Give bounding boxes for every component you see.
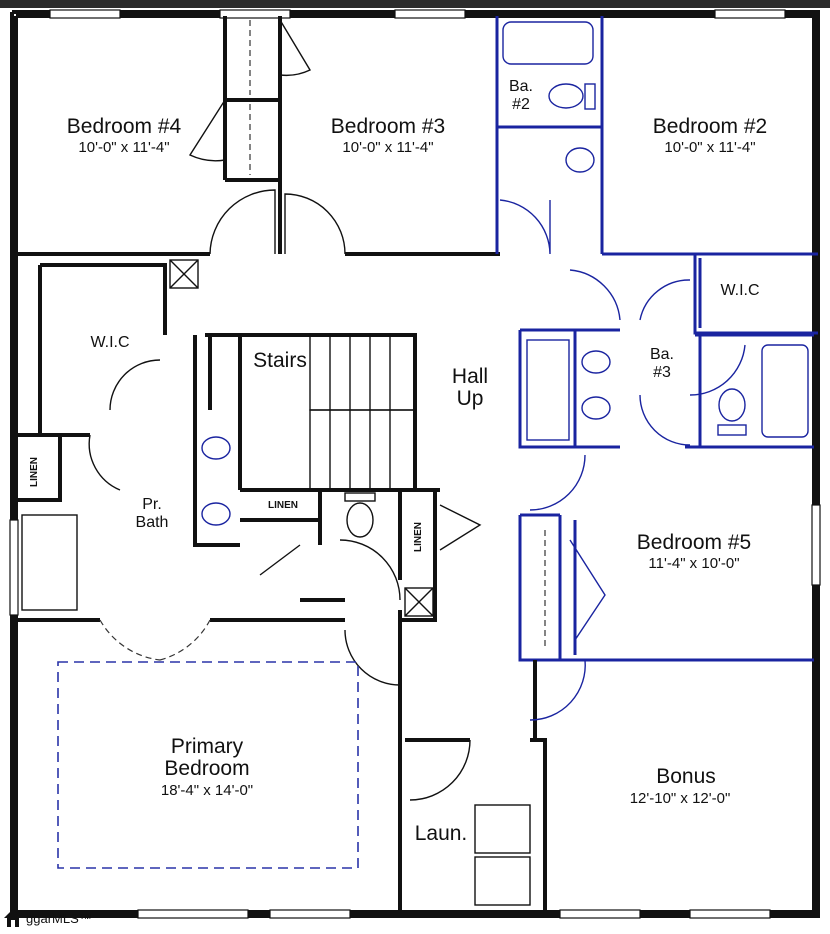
- bonus-name: Bonus: [656, 765, 716, 788]
- bedroom5-dimensions: 11'-4" x 10'-0": [648, 555, 739, 572]
- wic-right-label: W.I.C: [720, 282, 759, 299]
- tray-ceiling-outline: [57, 661, 359, 869]
- laundry-label: Laun.: [415, 822, 468, 845]
- top-bar: [0, 0, 830, 8]
- linen-center-label: LINEN: [268, 500, 298, 511]
- stair-treads: [309, 334, 416, 491]
- primary-bath-label-line2: Bath: [136, 514, 169, 531]
- bath2-label-line2: #2: [512, 96, 530, 113]
- bedroom4-dimensions: 10'-0" x 11'-4": [78, 139, 169, 156]
- bedroom5-name: Bedroom #5: [637, 531, 751, 554]
- bedroom4-name: Bedroom #4: [67, 115, 182, 138]
- primary-bedroom-name-line1: Primary: [171, 735, 244, 758]
- bonus-dimensions: 12'-10" x 12'-0": [630, 790, 731, 807]
- mls-logo: ggarMLS™: [2, 905, 92, 931]
- windows: [9, 9, 821, 919]
- room-labels: Bedroom #4 10'-0" x 11'-4" Bedroom #3 10…: [29, 78, 767, 845]
- primary-bedroom-dimensions: 18'-4" x 14'-0": [161, 782, 253, 799]
- plumbing-fixtures: [21, 21, 809, 617]
- hall-label-line2: Up: [457, 387, 484, 410]
- bedroom2-dimensions: 10'-0" x 11'-4": [664, 139, 755, 156]
- hall-label-line1: Hall: [452, 365, 488, 388]
- bath3-label-line2: #3: [653, 364, 671, 381]
- bath2-label-line1: Ba.: [509, 78, 533, 95]
- primary-bath-label-line1: Pr.: [142, 496, 162, 513]
- house-icon: [4, 909, 22, 927]
- bedroom3-dimensions: 10'-0" x 11'-4": [342, 139, 433, 156]
- linen-right-label: LINEN: [413, 522, 424, 552]
- stairs-label: Stairs: [253, 349, 307, 372]
- bedroom3-name: Bedroom #3: [331, 115, 445, 138]
- primary-bedroom-name-line2: Bedroom: [164, 757, 249, 780]
- mls-logo-text: ggarMLS™: [26, 910, 92, 926]
- linen-left-label: LINEN: [29, 457, 40, 487]
- wic-left-label: W.I.C: [90, 334, 129, 351]
- door-swings: [88, 19, 746, 801]
- bath3-label-line1: Ba.: [650, 346, 674, 363]
- bedroom2-name: Bedroom #2: [653, 115, 767, 138]
